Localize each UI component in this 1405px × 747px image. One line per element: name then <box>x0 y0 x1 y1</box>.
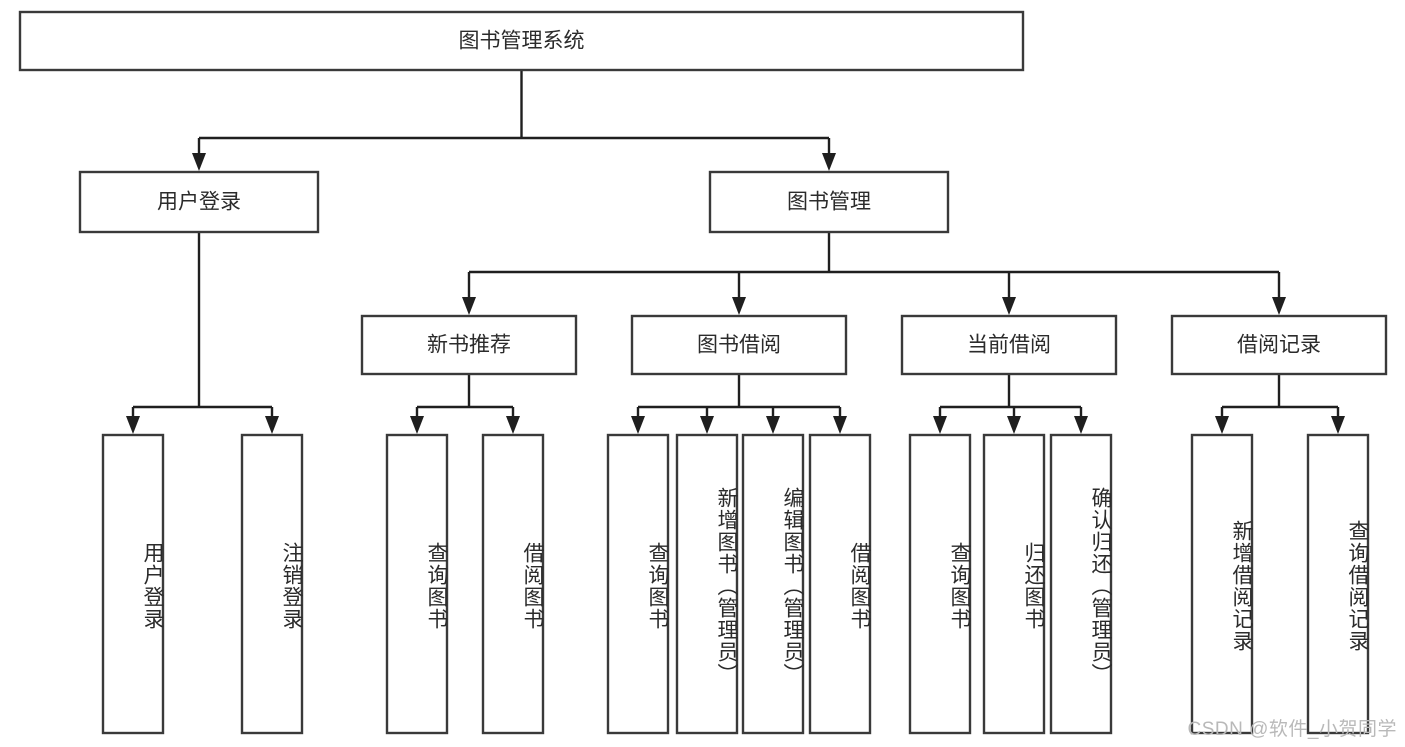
arrow-head <box>822 153 836 171</box>
node-box-borrow-record <box>1170 314 1388 376</box>
node-box-new-book-rec <box>360 314 578 376</box>
node-box-leaf-query-book-borrow <box>606 433 670 735</box>
arrow-head <box>1272 297 1286 315</box>
node-box-leaf-edit-book <box>741 433 805 735</box>
arrow-head <box>126 416 140 434</box>
node-label-book-borrow: 图书借阅 <box>697 334 781 357</box>
arrow-head <box>933 416 947 434</box>
node-label-borrow-record: 借阅记录 <box>1237 334 1321 357</box>
arrow-head <box>1331 416 1345 434</box>
node-label-current-borrow: 当前借阅 <box>967 334 1051 357</box>
node-box-root <box>18 10 1025 72</box>
node-box-book-borrow <box>630 314 848 376</box>
node-box-leaf-query-record <box>1306 433 1370 735</box>
arrow-head <box>462 297 476 315</box>
arrow-head <box>766 416 780 434</box>
node-box-leaf-borrow-book <box>808 433 872 735</box>
arrow-head <box>631 416 645 434</box>
arrow-head <box>700 416 714 434</box>
node-box-leaf-user-login <box>101 433 165 735</box>
arrow-head <box>506 416 520 434</box>
node-box-leaf-logout <box>240 433 304 735</box>
connector-layer <box>126 70 1345 434</box>
arrow-head <box>1007 416 1021 434</box>
node-label-new-book-rec: 新书推荐 <box>427 334 511 357</box>
node-box-leaf-confirm-return <box>1049 433 1113 735</box>
node-label-book-manage: 图书管理 <box>787 191 871 214</box>
node-box-user-login <box>78 170 320 234</box>
node-box-current-borrow <box>900 314 1118 376</box>
arrow-head <box>192 153 206 171</box>
arrow-head <box>1002 297 1016 315</box>
arrow-head <box>1215 416 1229 434</box>
node-box-leaf-add-record <box>1190 433 1254 735</box>
arrow-head <box>410 416 424 434</box>
node-layer <box>18 10 1388 735</box>
arrow-head <box>732 297 746 315</box>
node-box-book-manage <box>708 170 950 234</box>
node-box-leaf-return-book <box>982 433 1046 735</box>
node-box-leaf-query-book-cur <box>908 433 972 735</box>
watermark-text: CSDN @软件_小贺同学 <box>1187 719 1397 740</box>
node-box-leaf-query-book-rec <box>385 433 449 735</box>
arrow-head <box>1074 416 1088 434</box>
node-label-root: 图书管理系统 <box>459 30 585 53</box>
arrow-head <box>833 416 847 434</box>
node-box-leaf-add-book <box>675 433 739 735</box>
node-label-user-login: 用户登录 <box>157 191 241 214</box>
arrow-head <box>265 416 279 434</box>
node-box-leaf-borrow-book-rec <box>481 433 545 735</box>
